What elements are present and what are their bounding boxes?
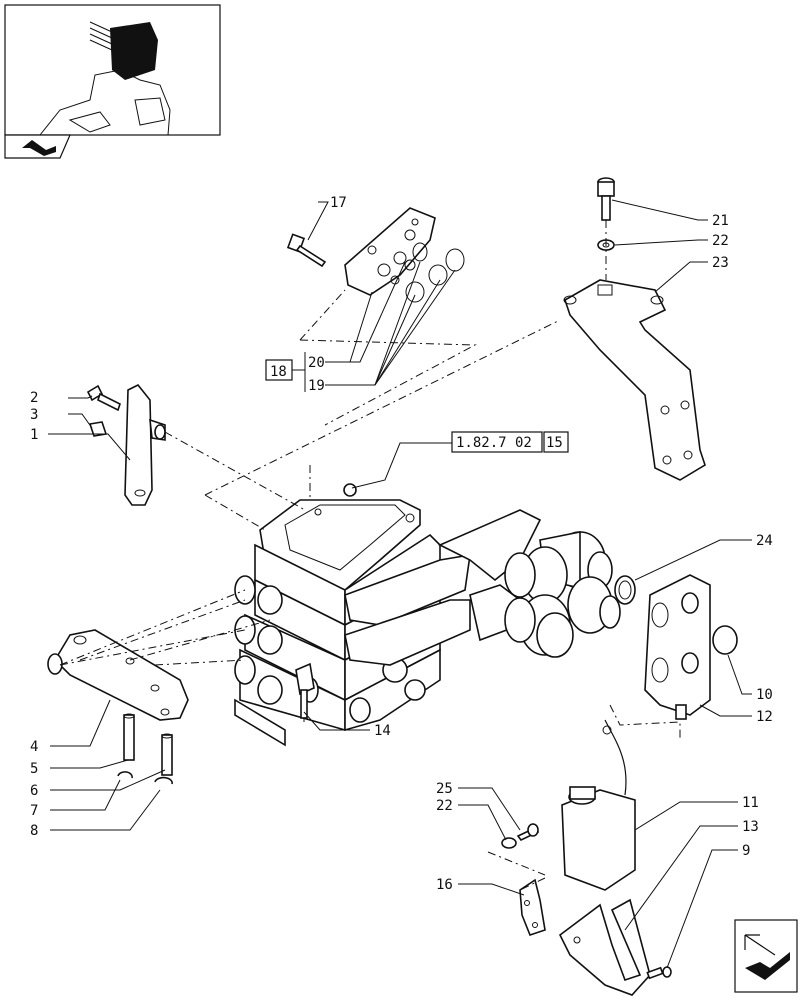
reference-sheet: 15 [546, 435, 563, 451]
cap-10 [712, 625, 738, 655]
bracket-16 [519, 878, 546, 936]
group-box-18: 18 [265, 352, 306, 392]
clip-8 [154, 776, 173, 785]
callout-11: 11 [742, 795, 759, 811]
o-rings-19 [405, 242, 465, 303]
pin-5 [123, 713, 135, 761]
lever-bracket-1 [124, 383, 166, 506]
callout-3: 3 [30, 407, 38, 423]
screw-25 [516, 823, 540, 842]
screw-21 [597, 177, 615, 221]
callout-21: 21 [712, 213, 729, 229]
callout-9: 9 [742, 843, 750, 859]
reference-box[interactable]: 1.82.7 02 15 [451, 431, 569, 453]
callout-20: 20 [308, 355, 325, 371]
valve-block-silhouette [89, 21, 158, 80]
leader-lines [48, 199, 752, 969]
reservoir-11 [561, 719, 636, 891]
o-ring-24 [614, 575, 636, 605]
link-arm-4 [47, 629, 189, 721]
group-label: 18 [270, 364, 287, 380]
callout-10: 10 [756, 687, 773, 703]
callout-12: 12 [756, 709, 773, 725]
callout-2: 2 [30, 390, 38, 406]
callout-14: 14 [374, 723, 391, 739]
assembly-dash-lines [59, 220, 681, 891]
bolt-14 [295, 662, 315, 722]
bracket-13 [558, 898, 651, 996]
callout-25: 25 [436, 781, 453, 797]
coupler-cover-12 [644, 574, 711, 720]
clip-7 [117, 771, 133, 779]
callout-8: 8 [30, 823, 38, 839]
next-page-button[interactable] [734, 919, 798, 993]
callout-5: 5 [30, 761, 38, 777]
locator-thumbnail[interactable] [4, 4, 221, 159]
callout-4: 4 [30, 739, 38, 755]
callout-labels: 17 2 3 1 4 5 6 7 8 14 20 19 21 22 23 24 … [30, 195, 773, 893]
screw-2 [86, 384, 121, 412]
callout-22-lower: 22 [436, 798, 453, 814]
flange-plate [344, 207, 436, 296]
callout-6: 6 [30, 783, 38, 799]
quick-couplers [504, 531, 621, 658]
bracket-23 [563, 279, 706, 481]
screw-17 [286, 233, 327, 268]
callout-22-upper: 22 [712, 233, 729, 249]
callout-24: 24 [756, 533, 773, 549]
back-arrow-icon [22, 140, 56, 156]
reference-code: 1.82.7 02 [456, 435, 532, 451]
callout-7: 7 [30, 803, 38, 819]
callout-17: 17 [330, 195, 347, 211]
washer-22-lower [501, 837, 517, 849]
control-valve-assembly [234, 483, 621, 747]
screw-9 [646, 966, 672, 980]
pin-6 [161, 733, 173, 776]
callout-19: 19 [308, 378, 325, 394]
callout-13: 13 [742, 819, 759, 835]
callout-23: 23 [712, 255, 729, 271]
outlet-manifold [344, 509, 542, 666]
callout-1: 1 [30, 427, 38, 443]
callout-16: 16 [436, 877, 453, 893]
forward-arrow-icon [744, 934, 790, 980]
